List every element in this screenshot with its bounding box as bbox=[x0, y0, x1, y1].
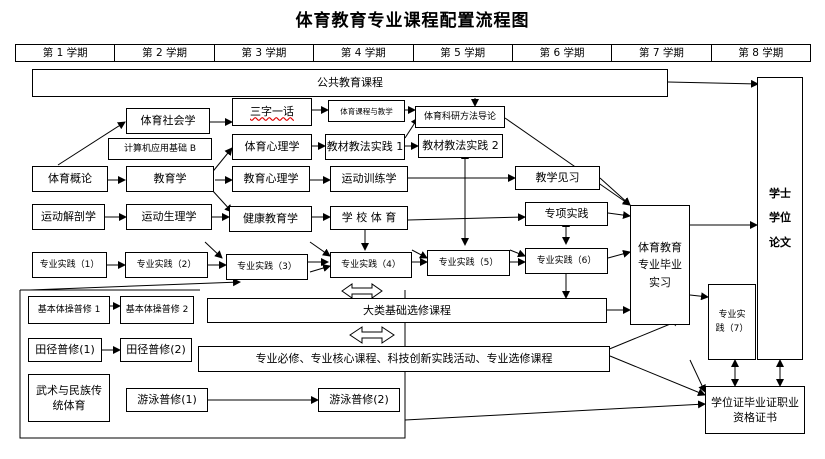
pp7-label: 专业实践（7） bbox=[715, 309, 749, 334]
arrow-up-pp6 bbox=[509, 249, 526, 258]
arrow-low-pp4 bbox=[309, 264, 331, 273]
pp6-box: 专业实践（6） bbox=[525, 248, 608, 274]
school-pe-box: 学 校 体 育 bbox=[330, 206, 408, 230]
special-practice-box: 专项实践 bbox=[525, 202, 608, 226]
track2-box: 田径普修(2) bbox=[120, 338, 192, 362]
semester-8: 第 8 学期 bbox=[710, 44, 811, 62]
three-char-label: 三字一话 bbox=[250, 105, 294, 119]
semester-4: 第 4 学期 bbox=[313, 44, 413, 62]
intro-pe-box: 体育概论 bbox=[32, 166, 108, 192]
arrow-up-pp4 bbox=[309, 241, 331, 257]
swim2-box: 游泳普修(2) bbox=[318, 388, 400, 412]
elective-basic-box: 大类基础选修课程 bbox=[207, 298, 607, 323]
arrow-research-intern bbox=[504, 117, 631, 206]
arrow-special-intern bbox=[607, 211, 631, 220]
semester-5: 第 5 学期 bbox=[412, 44, 512, 62]
arrow-obs-intern bbox=[599, 177, 631, 206]
research-methods-box: 体育科研方法导论 bbox=[415, 106, 505, 128]
swim1-box: 游泳普修(1) bbox=[126, 388, 208, 412]
arrow-frame-pp3 bbox=[29, 278, 241, 291]
semester-7: 第 7 学期 bbox=[611, 44, 711, 62]
arrow-intro-sociology bbox=[57, 121, 126, 166]
three-char-box: 三字一话 bbox=[232, 98, 312, 126]
semester-1: 第 1 学期 bbox=[15, 44, 115, 62]
computer-basic-box: 计算机应用基础 B bbox=[108, 138, 212, 160]
pp1-box: 专业实践（1） bbox=[32, 252, 107, 278]
pp5-box: 专业实践（5） bbox=[427, 250, 510, 276]
arrow-core-cert bbox=[609, 355, 706, 397]
edu-psychology-box: 教育心理学 bbox=[232, 166, 310, 192]
pp4-box: 专业实践（4） bbox=[330, 252, 412, 278]
gym1-box: 基本体操普修 1 bbox=[28, 296, 110, 324]
sports-psychology-box: 体育心理学 bbox=[232, 134, 312, 160]
semester-header: 第 1 学期 第 2 学期 第 3 学期 第 4 学期 第 5 学期 第 6 学… bbox=[15, 44, 811, 62]
arrow-up-pp3 bbox=[204, 241, 223, 259]
track1-box: 田径普修(1) bbox=[28, 338, 102, 362]
graduation-internship-box: 体育教育专业毕业实习 bbox=[630, 205, 690, 325]
core-courses-box: 专业必修、专业核心课程、科技创新实践活动、专业选修课程 bbox=[198, 346, 610, 372]
thesis-box: 学士学位论文 bbox=[757, 77, 803, 360]
semester-6: 第 6 学期 bbox=[511, 44, 612, 62]
arrow-frame-cert bbox=[404, 400, 706, 421]
semester-3: 第 3 学期 bbox=[213, 44, 314, 62]
certificates-label: 学位证毕业证职业资格证书 bbox=[711, 395, 799, 424]
pp7-box: 专业实践（7） bbox=[708, 284, 756, 360]
anatomy-box: 运动解剖学 bbox=[32, 204, 105, 230]
semester-2: 第 2 学期 bbox=[114, 44, 214, 62]
thesis-label: 学士学位论文 bbox=[769, 187, 791, 249]
observation-box: 教学见习 bbox=[515, 166, 600, 190]
pp2-box: 专业实践（2） bbox=[125, 252, 208, 278]
title: 体育教育专业课程配置流程图 bbox=[295, 11, 530, 31]
arrow-school-special bbox=[407, 213, 526, 222]
curriculum-teaching-box: 体育课程与教学 bbox=[328, 100, 405, 122]
graduation-internship-label: 体育教育专业毕业实习 bbox=[638, 240, 682, 289]
arrow-intern-pp7 bbox=[689, 292, 709, 301]
arrow-public-thesis bbox=[667, 79, 759, 88]
sports-sociology-box: 体育社会学 bbox=[126, 108, 210, 134]
arrow-ped-health bbox=[211, 189, 233, 213]
gym2-box: 基本体操普修 2 bbox=[120, 296, 194, 324]
public-course-box: 公共教育课程 bbox=[32, 69, 668, 97]
training-box: 运动训练学 bbox=[330, 166, 408, 192]
certificates-box: 学位证毕业证职业资格证书 bbox=[705, 386, 805, 434]
double-arrow-2 bbox=[349, 326, 395, 344]
martial-arts-box: 武术与民族传统体育 bbox=[28, 374, 110, 422]
health-edu-box: 健康教育学 bbox=[229, 206, 312, 232]
arrow-pp6-intern bbox=[607, 249, 631, 259]
arrow-core-intern bbox=[606, 318, 681, 351]
pp3-box: 专业实践（3） bbox=[226, 254, 308, 280]
teaching-practice-1-box: 教材教法实践 1 bbox=[325, 134, 405, 160]
arrow-intern-cert bbox=[689, 359, 706, 393]
arrow-up-pp5 bbox=[411, 249, 428, 259]
teaching-practice-2-box: 教材教法实践 2 bbox=[418, 134, 503, 158]
martial-arts-label: 武术与民族传统体育 bbox=[36, 383, 102, 412]
pedagogy-box: 教育学 bbox=[126, 166, 214, 192]
double-arrow-1 bbox=[341, 283, 383, 299]
physiology-box: 运动生理学 bbox=[126, 204, 212, 230]
